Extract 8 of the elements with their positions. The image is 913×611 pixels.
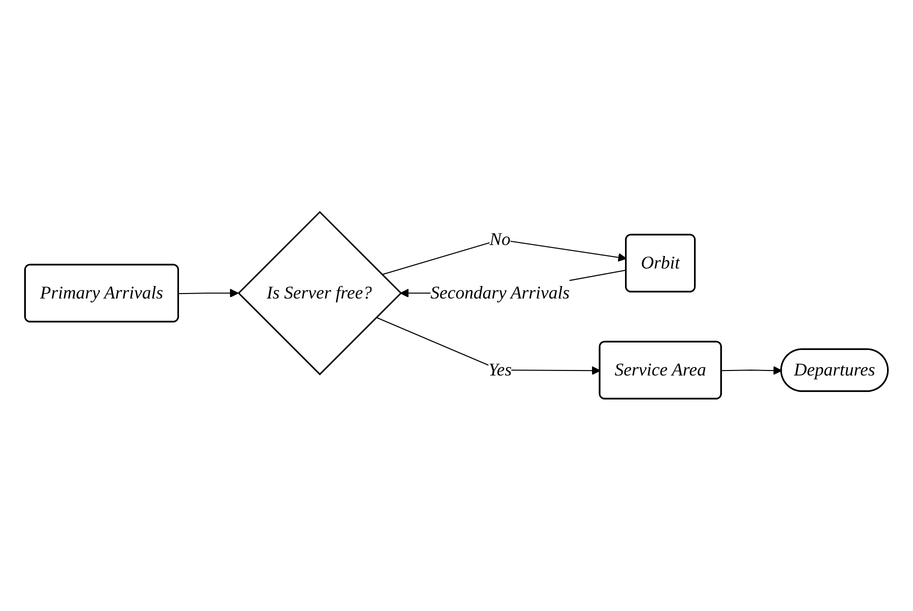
edge-label: No — [490, 229, 511, 250]
arrow — [178, 288, 239, 298]
arrow — [381, 239, 627, 276]
edge-label: Yes — [488, 360, 512, 380]
arrow — [721, 366, 782, 376]
arrow — [376, 317, 601, 376]
edge-label: Secondary Arrivals — [430, 282, 570, 303]
node-diamond: Is Server free? — [238, 211, 402, 376]
